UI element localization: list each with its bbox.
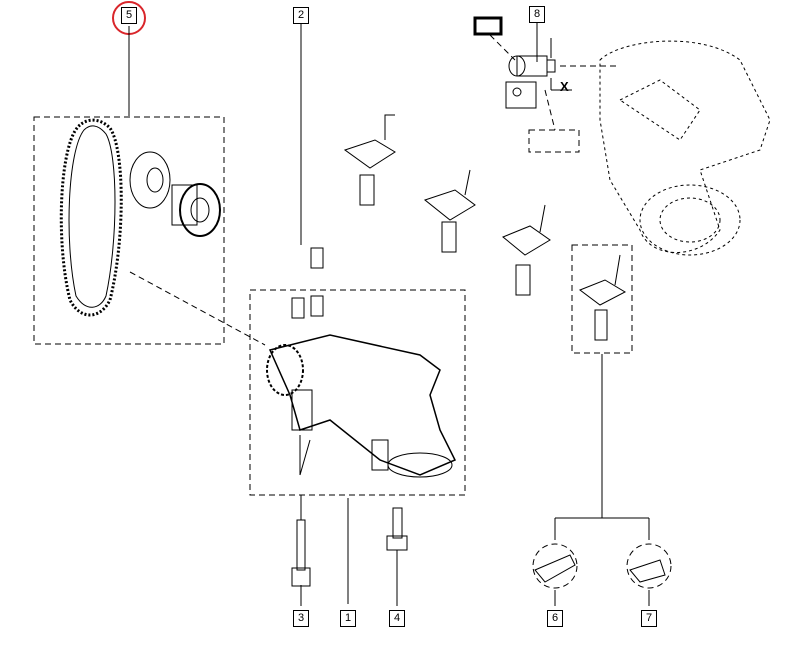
callout-5[interactable]: 5 — [121, 7, 137, 24]
sensor-bracket-box — [571, 244, 633, 354]
callout-7[interactable]: 7 — [641, 610, 657, 627]
callout-3[interactable]: 3 — [293, 610, 309, 627]
callout-4[interactable]: 4 — [389, 610, 405, 627]
callout-8[interactable]: 8 — [529, 6, 545, 23]
callout-1[interactable]: 1 — [340, 610, 356, 627]
chain-kit-box — [33, 116, 225, 345]
callout-2[interactable]: 2 — [293, 7, 309, 24]
dimension-x-label: X — [560, 79, 569, 94]
oil-pump-box — [249, 289, 466, 496]
callout-6[interactable]: 6 — [547, 610, 563, 627]
